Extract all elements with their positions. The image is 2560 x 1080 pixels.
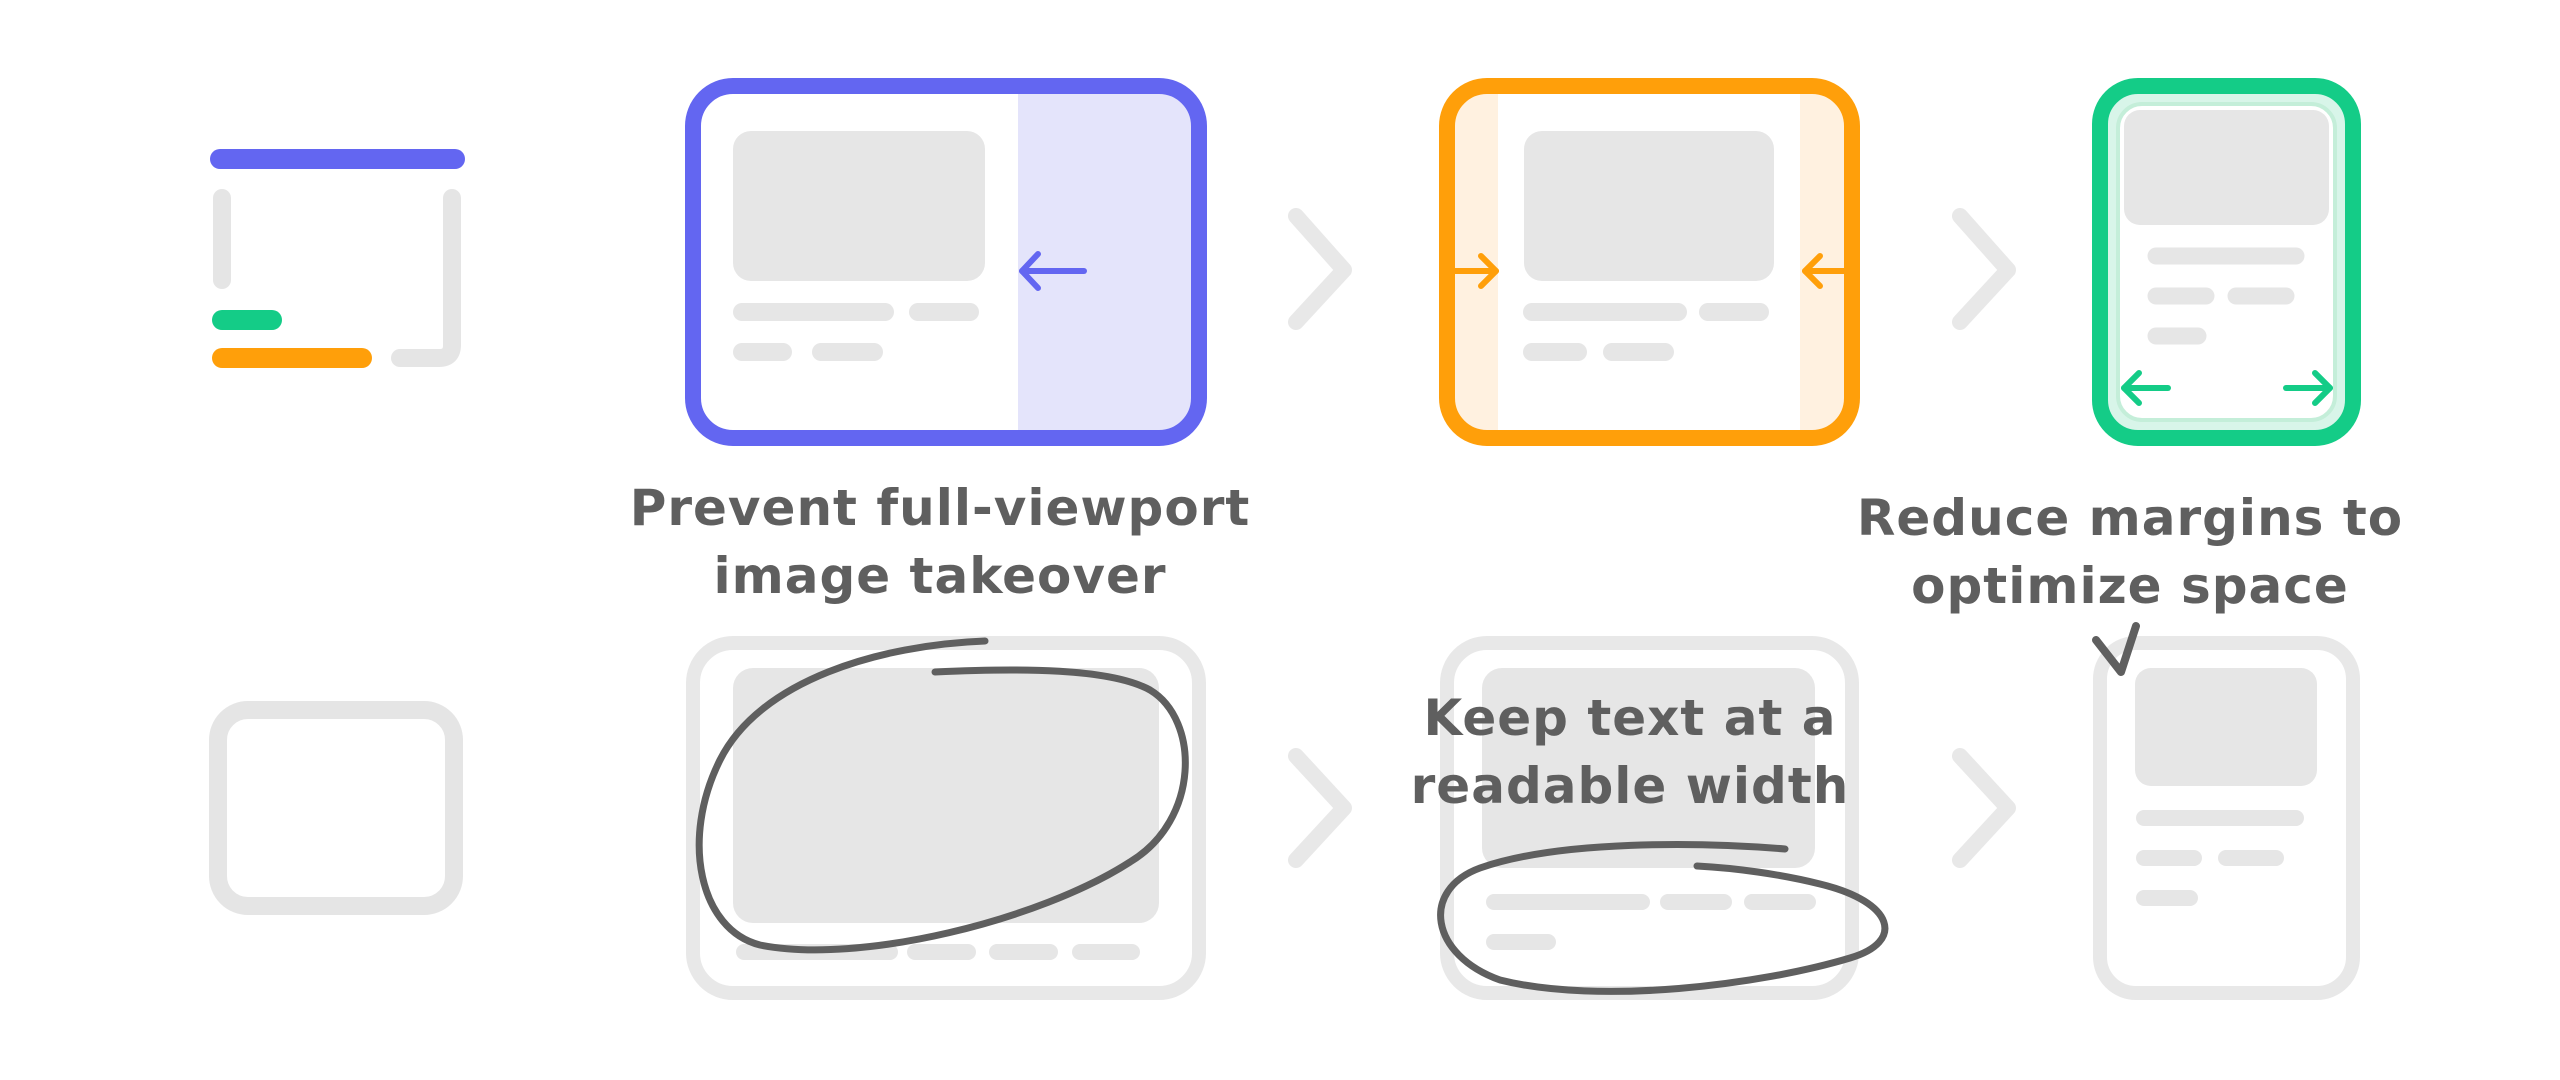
tablet-frame [1439,78,1860,446]
chevron-right-icon [1288,208,1352,330]
tablet-bottom-text-lines [1486,894,1816,950]
tablet-image-placeholder [1524,131,1774,281]
desktop-image-placeholder [733,131,985,281]
mobile-bottom-text-lines [2136,810,2304,906]
annotation-prevent-line1: Prevent full-viewport [629,479,1251,537]
desktop-full-image-placeholder [733,668,1159,923]
desktop-overflow-example [686,636,1206,1000]
mobile-text-lines [2147,247,2305,345]
arrow-left-icon [1019,251,1087,291]
arrow-right-icon [1452,253,1499,289]
annotation-readable-width: Keep text at a readable width [1330,684,1930,820]
chevron-right-icon [1952,748,2016,868]
annotation-reduce-line2: optimize space [1911,557,2349,615]
annotation-prevent-line2: image takeover [713,547,1167,605]
mobile-bottom-image-placeholder [2135,668,2317,786]
desktop-text-lines [733,303,979,361]
arrow-left-icon [2121,370,2171,406]
tablet-right-margin [1800,86,1852,438]
annotation-readable-line1: Keep text at a [1423,689,1837,747]
annotation-prevent-takeover: Prevent full-viewport image takeover [560,474,1320,610]
tablet-wide-text-example [1440,636,1859,1000]
text-width-scribble-circle [1437,841,1889,995]
arrow-left-icon [1802,253,1849,289]
annotation-reduce-line1: Reduce margins to [1856,489,2404,547]
tablet-text-lines [1523,303,1769,361]
desktop-highlight-region [1018,86,1199,438]
annotation-readable-line2: readable width [1410,757,1850,815]
chevron-right-icon [1952,208,2016,330]
overflow-scribble-circle [695,637,1189,954]
mobile-frame [2092,78,2361,446]
checkmark-icon [2092,622,2140,676]
reference-frame [209,701,463,915]
mobile-image-placeholder [2124,110,2329,225]
desktop-frame [685,78,1207,446]
annotation-reduce-margins: Reduce margins to optimize space [1790,484,2470,620]
chevron-right-icon [1288,748,1352,868]
layout-legend-icon [210,149,465,368]
arrow-right-icon [2283,370,2333,406]
tablet-left-margin [1447,86,1498,438]
mobile-good-example [2093,636,2360,1000]
tablet-bottom-image-placeholder [1482,668,1815,868]
